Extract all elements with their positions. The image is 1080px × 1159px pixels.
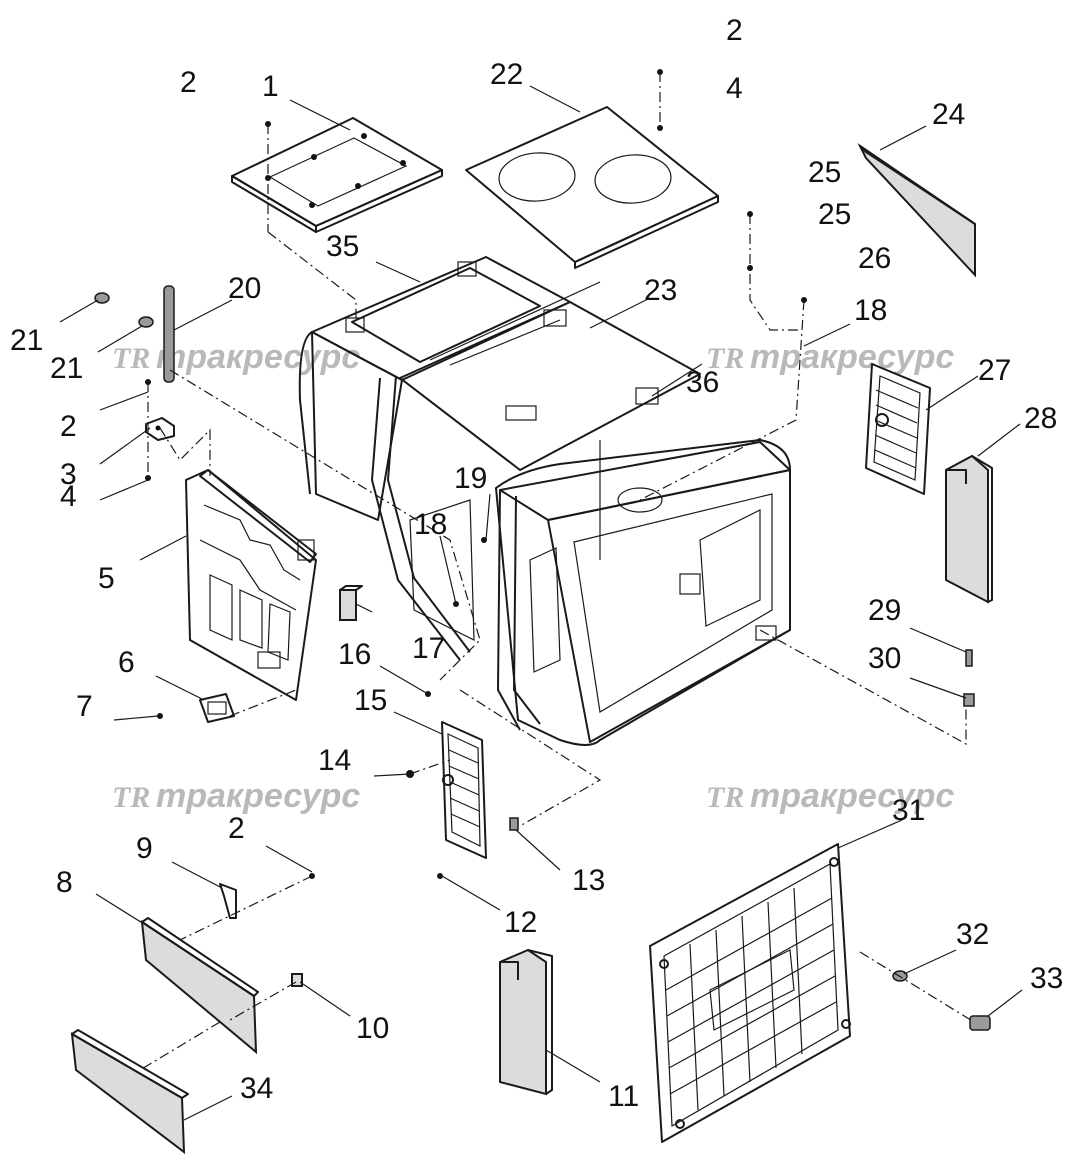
watermark-top-right: TR тракресурс [706,338,954,376]
part-roof-panel [465,106,719,269]
part-clip [291,973,303,987]
watermark-text: тракресурс [156,338,360,376]
callout-10: 10 [356,1012,389,1045]
callout-21: 21 [50,352,83,385]
watermark-top-left: TR тракресурс [112,338,360,376]
callout-2: 2 [726,14,743,47]
part-rod [163,285,175,383]
callout-30: 30 [868,642,901,675]
callout-15: 15 [354,684,387,717]
callout-23: 23 [644,274,677,307]
leader-lines [59,85,1023,1121]
callout-36: 36 [686,366,719,399]
watermark-text: тракресурс [750,338,954,376]
callout-25: 25 [818,198,851,231]
callout-25: 25 [808,156,841,189]
callout-28: 28 [1024,402,1057,435]
watermark-bottom-left: TR тракресурс [112,777,360,815]
callout-32: 32 [956,918,989,951]
callout-12: 12 [504,906,537,939]
callout-7: 7 [76,690,93,723]
watermark-logo: TR [706,781,744,814]
callout-4: 4 [60,480,77,513]
callout-27: 27 [978,354,1011,387]
part-hinge [145,417,175,441]
part-insulation-lower [140,917,259,1055]
callout-2: 2 [228,812,245,845]
part-small-block [339,585,363,621]
callout-2: 2 [180,66,197,99]
part-insulation-middle [499,948,553,1096]
callout-34: 34 [240,1072,273,1105]
callout-labels: 1 2 2 2 2 3 4 4 5 6 7 8 9 10 11 12 13 14… [10,14,1063,1113]
callout-5: 5 [98,562,115,595]
part-side-panel-right [857,143,976,278]
part-fasteners [145,69,991,1031]
assembly-lines [139,72,975,1071]
part-grille-right [865,363,931,495]
callout-16: 16 [338,638,371,671]
part-grille-left [441,721,487,859]
callout-3: 3 [60,458,77,491]
part-bracket [219,883,237,919]
callout-13: 13 [572,864,605,897]
part-side-panel-left [185,469,317,701]
watermark-text: тракресурс [156,777,360,815]
callout-18: 18 [414,508,447,541]
part-big-grille [649,843,851,1143]
watermark-logo: TR [706,342,744,375]
callout-24: 24 [932,98,965,131]
callout-33: 33 [1030,962,1063,995]
watermark-logo: TR [112,342,150,375]
callout-21: 21 [10,324,43,357]
callout-17: 17 [412,632,445,665]
callout-29: 29 [868,594,901,627]
part-insulation-right [945,454,993,604]
callout-8: 8 [56,866,73,899]
callout-22: 22 [490,58,523,91]
part-cab-body [298,256,791,746]
watermark-logo: TR [112,781,150,814]
part-insulation-bottom [70,1029,189,1155]
callout-2: 2 [60,410,77,443]
callout-9: 9 [136,832,153,865]
part-nut [94,292,154,328]
callout-20: 20 [228,272,261,305]
callout-11: 11 [608,1080,639,1113]
callout-19: 19 [454,462,487,495]
part-roof-hatch-frame [231,117,443,233]
part-small-plate [199,693,235,723]
callout-31: 31 [892,794,925,827]
callout-1: 1 [262,70,279,103]
watermark-bottom-right: TR тракресурс [706,777,954,815]
watermark-text: тракресурс [750,777,954,815]
callout-14: 14 [318,744,351,777]
callout-4: 4 [726,72,743,105]
callout-18: 18 [854,294,887,327]
callout-6: 6 [118,646,135,679]
callout-26: 26 [858,242,891,275]
callout-35: 35 [326,230,359,263]
